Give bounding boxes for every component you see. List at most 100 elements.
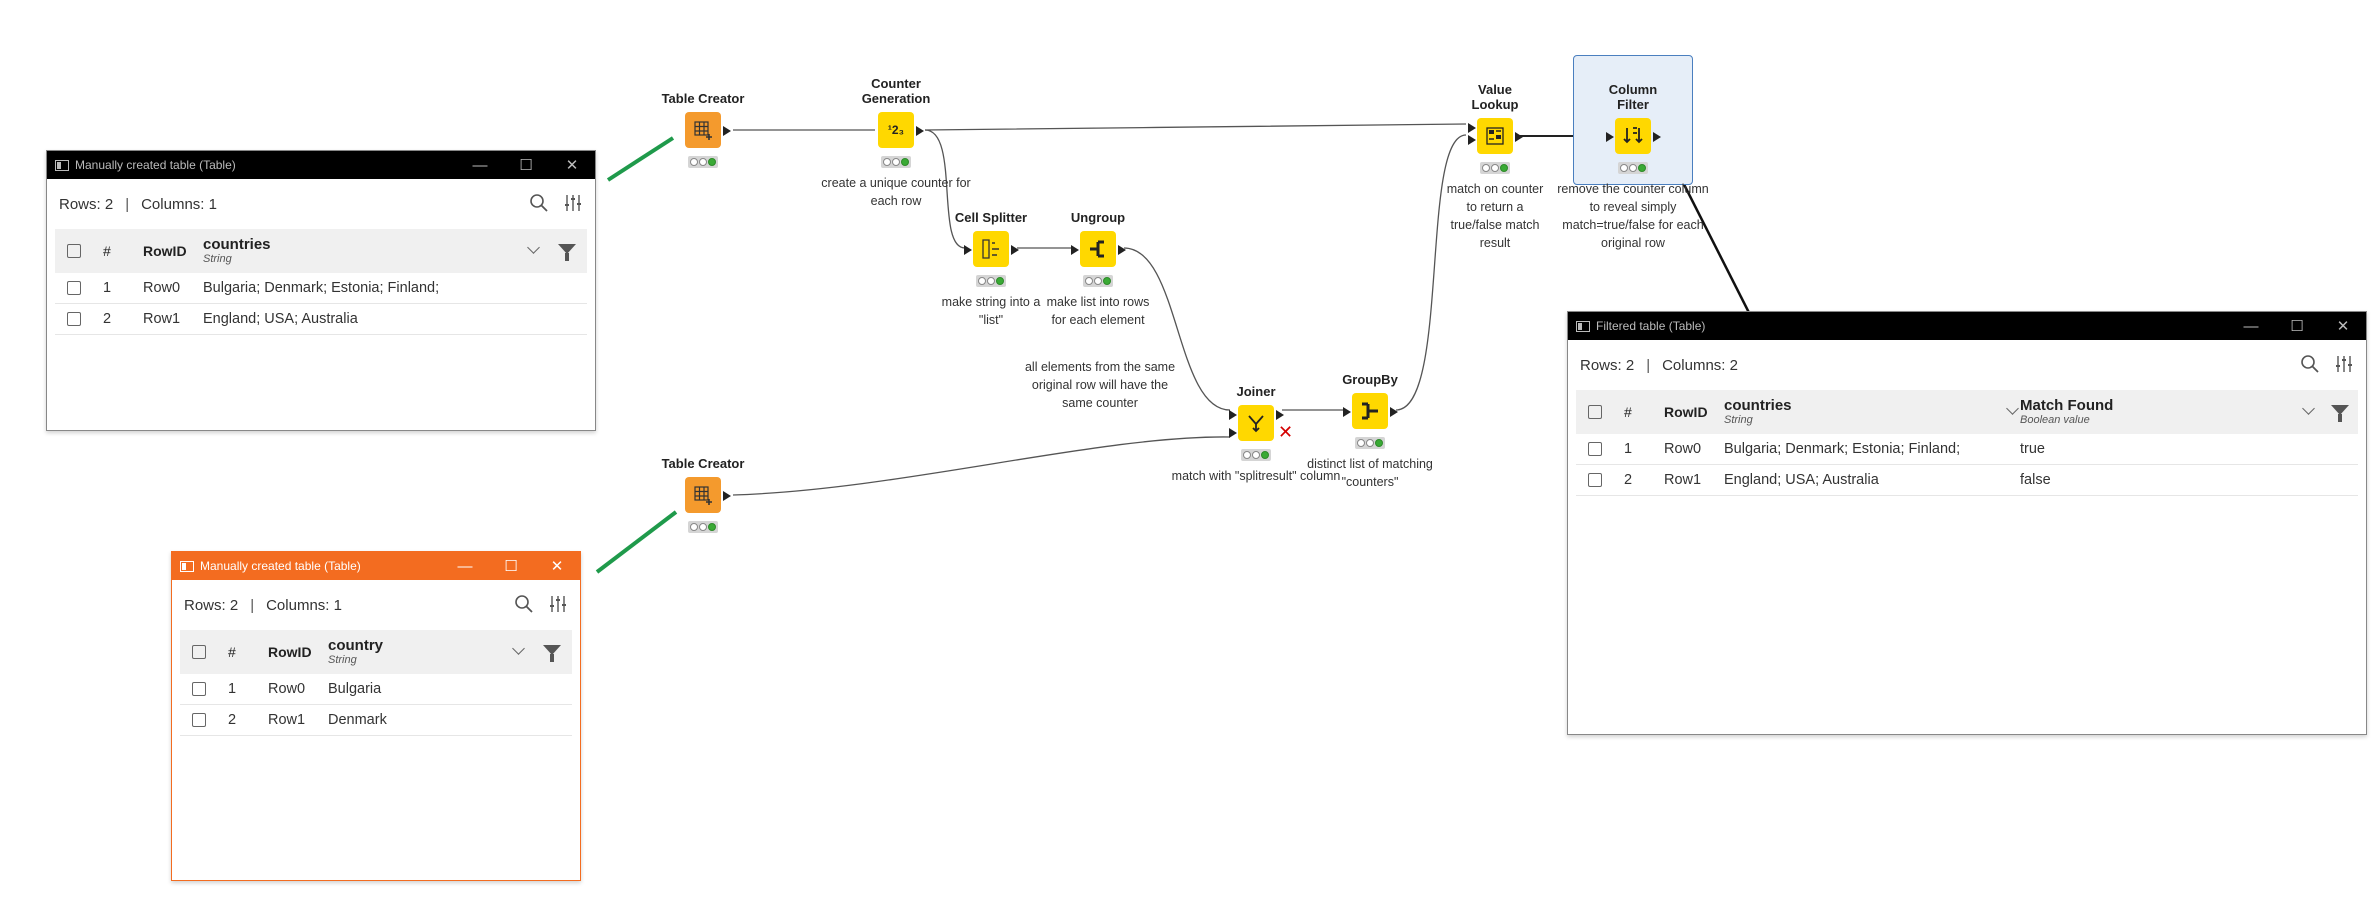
table-row[interactable]: 1 Row0 Bulgaria; Denmark; Estonia; Finla… — [1576, 434, 2358, 465]
columns-count: Columns: 1 — [141, 195, 217, 213]
header-countries[interactable]: countries String — [203, 235, 271, 265]
search-icon[interactable] — [529, 193, 549, 213]
row-number: 2 — [228, 712, 237, 728]
rows-count: Rows: 2 — [184, 596, 239, 614]
input-port-bottom[interactable] — [1468, 135, 1476, 145]
table-info-bar: Rows: 2|Columns: 2 — [1568, 340, 2366, 390]
table-row[interactable]: 2 Row1 Denmark — [180, 705, 572, 736]
settings-sliders-icon[interactable] — [563, 193, 583, 213]
table-row[interactable]: 1 Row0 Bulgaria; Denmark; Estonia; Finla… — [55, 273, 587, 304]
groupby-icon — [1352, 393, 1388, 429]
table-window-countries[interactable]: Manually created table (Table) — ☐ ✕ Row… — [46, 150, 596, 431]
search-icon[interactable] — [514, 594, 534, 614]
row-checkbox[interactable] — [192, 682, 206, 696]
node-title: Counter Generation — [861, 76, 931, 106]
output-port[interactable] — [1390, 407, 1398, 417]
row-id: Row0 — [1664, 441, 1702, 457]
node-title: Cell Splitter — [954, 210, 1028, 225]
header-country[interactable]: country String — [328, 636, 384, 666]
joiner-icon — [1238, 405, 1274, 441]
row-checkbox[interactable] — [67, 281, 81, 295]
minimize-button[interactable]: — — [2243, 317, 2259, 335]
settings-sliders-icon[interactable] — [548, 594, 568, 614]
table-row[interactable]: 2 Row1 England; USA; Australia — [55, 304, 587, 335]
row-number: 1 — [103, 280, 112, 296]
output-port[interactable] — [1653, 132, 1661, 142]
chevron-down-icon[interactable] — [512, 642, 525, 655]
filter-icon[interactable] — [2331, 405, 2349, 422]
input-port-bottom[interactable] — [1229, 428, 1237, 438]
input-port[interactable] — [1343, 407, 1351, 417]
input-port[interactable] — [1071, 245, 1079, 255]
header-num: # — [103, 243, 111, 259]
row-number: 1 — [228, 681, 237, 697]
columns-count: Columns: 2 — [1662, 356, 1738, 374]
node-status — [881, 156, 911, 168]
header-match-found[interactable]: Match Found Boolean value — [2020, 396, 2114, 426]
chevron-down-icon[interactable] — [2302, 402, 2315, 415]
window-title: Manually created table (Table) — [75, 158, 236, 172]
connection-ungroup-joiner[interactable] — [1123, 247, 1231, 411]
node-title: Table Creator — [661, 91, 745, 106]
table-grid-icon — [685, 112, 721, 148]
input-port[interactable] — [1606, 132, 1614, 142]
window-titlebar[interactable]: Manually created table (Table) — ☐ ✕ — [47, 151, 595, 179]
connection-groupby-valuelookup[interactable] — [1395, 134, 1467, 411]
row-checkbox[interactable] — [67, 312, 81, 326]
row-checkbox[interactable] — [1588, 473, 1602, 487]
cell-countries: England; USA; Australia — [203, 311, 358, 327]
search-icon[interactable] — [2300, 354, 2320, 374]
table-grid-icon — [685, 477, 721, 513]
node-status — [1083, 275, 1113, 287]
connection-tablecreator2-joiner[interactable] — [732, 436, 1231, 496]
input-port[interactable] — [964, 245, 972, 255]
window-titlebar[interactable]: Manually created table (Table) — ☐ ✕ — [172, 552, 580, 580]
output-port[interactable] — [723, 491, 731, 501]
node-annotation: match with "splitresult" column — [1171, 469, 1341, 483]
table-window-filtered[interactable]: Filtered table (Table) — ☐ ✕ Rows: 2|Col… — [1567, 311, 2367, 735]
value-lookup-icon — [1477, 118, 1513, 154]
maximize-button[interactable]: ☐ — [2290, 318, 2304, 335]
table-row[interactable]: 2 Row1 England; USA; Australia false — [1576, 465, 2358, 496]
connection-counter-valuelookup[interactable] — [924, 123, 1467, 131]
minimize-button[interactable]: — — [472, 156, 488, 174]
data-table: # RowID country String 1 Row0 Bulgaria 2… — [180, 630, 572, 736]
cell-countries: England; USA; Australia — [1724, 472, 1879, 488]
select-all-checkbox[interactable] — [67, 244, 81, 258]
output-port[interactable] — [1515, 132, 1523, 142]
table-row[interactable]: 1 Row0 Bulgaria — [180, 674, 572, 705]
window-titlebar[interactable]: Filtered table (Table) — ☐ ✕ — [1568, 312, 2366, 340]
close-button[interactable]: ✕ — [2336, 318, 2350, 335]
filter-icon[interactable] — [543, 645, 561, 662]
maximize-button[interactable]: ☐ — [504, 558, 518, 575]
output-port[interactable] — [1118, 245, 1126, 255]
node-annotation: match on counter to return a true/false … — [1446, 182, 1544, 250]
node-annotation: make list into rows for each element — [1046, 295, 1150, 327]
output-port[interactable] — [723, 126, 731, 136]
input-port-top[interactable] — [1229, 410, 1237, 420]
header-countries[interactable]: countries String — [1724, 396, 1792, 426]
minimize-button[interactable]: — — [457, 557, 473, 575]
row-id: Row1 — [268, 712, 306, 728]
filter-icon[interactable] — [558, 244, 576, 261]
input-port-top[interactable] — [1468, 123, 1476, 133]
green-link-bottom — [595, 510, 678, 574]
table-window-country[interactable]: Manually created table (Table) — ☐ ✕ Row… — [171, 551, 581, 881]
connection-counter-cellsplitter[interactable] — [924, 129, 966, 249]
settings-sliders-icon[interactable] — [2334, 354, 2354, 374]
maximize-button[interactable]: ☐ — [519, 157, 533, 174]
output-port[interactable] — [1011, 245, 1019, 255]
chevron-down-icon[interactable] — [527, 241, 540, 254]
row-checkbox[interactable] — [1588, 442, 1602, 456]
table-info-bar: Rows: 2|Columns: 1 — [172, 580, 580, 630]
cell-country: Denmark — [328, 712, 387, 728]
rows-count: Rows: 2 — [59, 195, 114, 213]
output-port[interactable] — [1276, 410, 1284, 420]
close-button[interactable]: ✕ — [550, 558, 564, 575]
close-button[interactable]: ✕ — [565, 157, 579, 174]
select-all-checkbox[interactable] — [192, 645, 206, 659]
node-annotation: remove the counter column to reveal simp… — [1557, 182, 1709, 250]
output-port[interactable] — [916, 126, 924, 136]
select-all-checkbox[interactable] — [1588, 405, 1602, 419]
row-checkbox[interactable] — [192, 713, 206, 727]
